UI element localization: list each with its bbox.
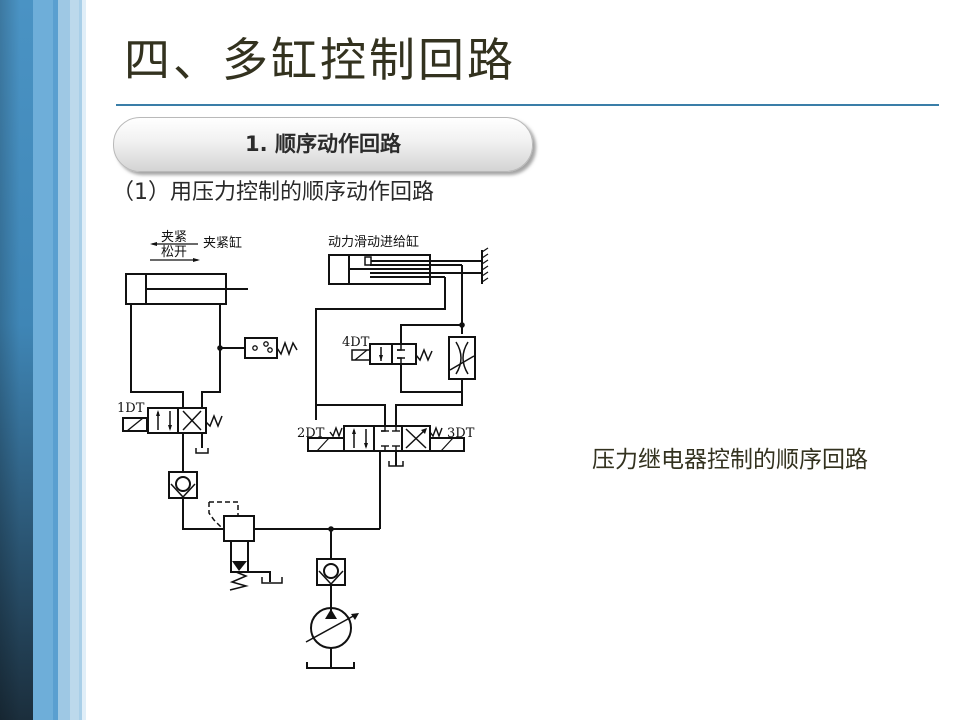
decorative-side-stripes	[0, 0, 86, 720]
clamp-direction-label: 夹紧	[161, 230, 187, 245]
stripe-shade	[0, 0, 33, 720]
diagram-caption: 压力继电器控制的顺序回路	[592, 447, 868, 473]
directional-valve-2dt-3dt	[307, 425, 465, 452]
throttle-valve-icon	[448, 336, 476, 380]
stripe	[70, 0, 79, 720]
check-valve-clamp	[168, 471, 198, 499]
solenoid-1dt-label: 1DT	[117, 401, 145, 416]
tank-symbol	[306, 662, 355, 669]
pressure-relay-icon	[244, 337, 298, 359]
clamp-cylinder-label: 夹紧缸	[203, 235, 242, 251]
stripe	[33, 0, 53, 720]
stripe	[79, 0, 82, 720]
clamp-cylinder	[125, 273, 248, 305]
section-pill: 1. 顺序动作回路	[113, 117, 533, 172]
check-valve-pump	[316, 558, 346, 586]
fixed-wall-icon	[481, 247, 489, 284]
stripe	[58, 0, 70, 720]
tank-symbol	[388, 461, 404, 467]
stripe	[82, 0, 86, 720]
solenoid-4dt-label: 4DT	[342, 335, 370, 350]
tank-symbol	[195, 448, 209, 454]
directional-valve-4dt	[351, 343, 433, 365]
clamp-arrow-left	[150, 242, 198, 246]
release-direction-label: 松开	[161, 245, 187, 260]
variable-pump-icon	[305, 607, 359, 649]
section-pill-label: 1. 顺序动作回路	[245, 132, 401, 156]
slide-title: 四、多缸控制回路	[124, 33, 516, 87]
feed-cylinder	[328, 254, 482, 285]
title-divider	[116, 104, 939, 106]
pressure-reducing-valve	[208, 501, 283, 591]
stripe	[53, 0, 58, 720]
release-arrow-right	[150, 258, 200, 262]
stripe	[0, 0, 33, 720]
directional-valve-1dt	[122, 407, 223, 434]
slide-subtitle: （1）用压力控制的顺序动作回路	[112, 180, 434, 205]
feed-cylinder-label: 动力滑动进给缸	[328, 234, 419, 250]
